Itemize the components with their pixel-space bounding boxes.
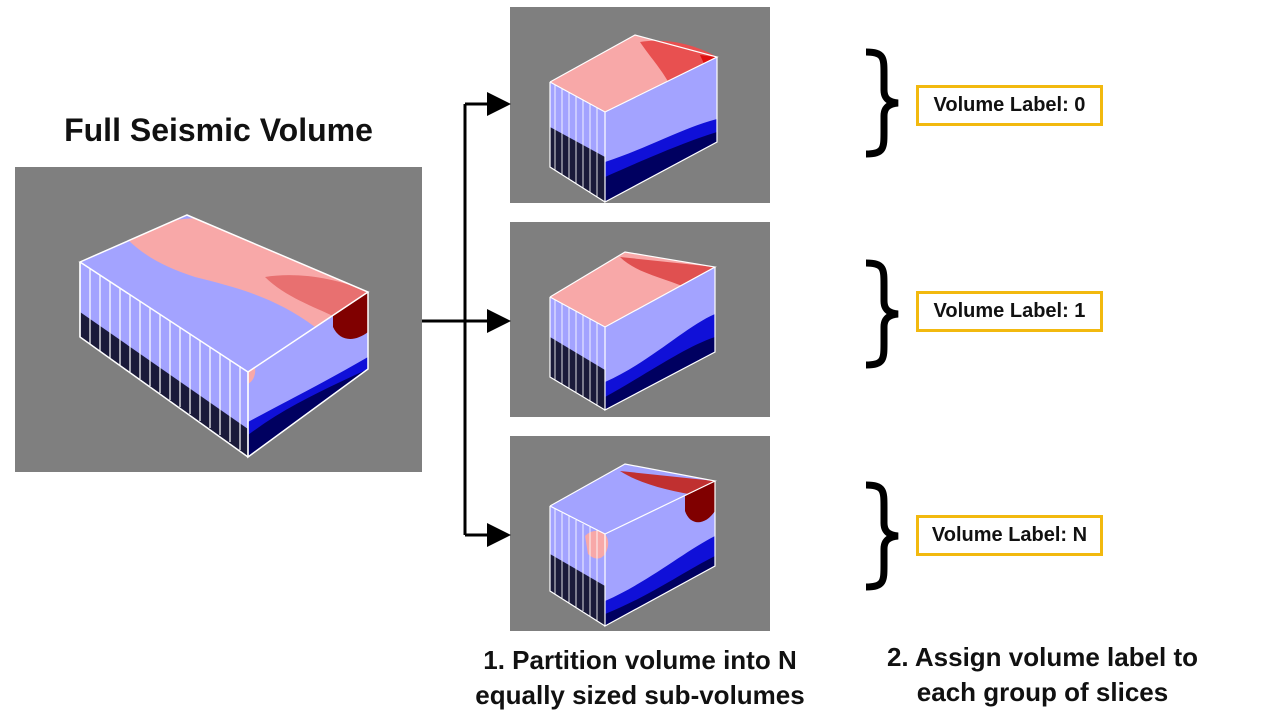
sub-volume-render-1 bbox=[549, 251, 717, 411]
brace-icon bbox=[865, 259, 899, 369]
partition-caption-line-2: equally sized sub-volumes bbox=[475, 680, 805, 710]
volume-label-0: Volume Label: 0 bbox=[916, 85, 1103, 126]
volume-label-1: Volume Label: 1 bbox=[916, 291, 1103, 332]
sub-volume-panel-1 bbox=[510, 222, 770, 417]
sub-volume-render-n bbox=[549, 463, 717, 628]
partition-connector bbox=[422, 92, 511, 547]
full-volume-panel bbox=[15, 167, 422, 472]
partition-caption-line-1: 1. Partition volume into N bbox=[483, 645, 797, 675]
sub-volume-panel-n bbox=[510, 436, 770, 631]
volume-label-n: Volume Label: N bbox=[916, 515, 1103, 556]
partition-caption: 1. Partition volume into N equally sized… bbox=[445, 643, 835, 713]
full-volume-render bbox=[78, 214, 370, 459]
assign-caption-line-1: 2. Assign volume label to bbox=[886, 642, 1199, 672]
brace-icon bbox=[865, 481, 899, 591]
sub-volume-render-0 bbox=[549, 34, 719, 203]
assign-caption-line-2: each group of slices bbox=[916, 677, 1169, 707]
assign-caption: 2. Assign volume label to each group of … bbox=[860, 640, 1225, 710]
full-volume-title: Full Seismic Volume bbox=[64, 112, 373, 148]
brace-icon bbox=[865, 48, 899, 158]
sub-volume-panel-0 bbox=[510, 7, 770, 203]
